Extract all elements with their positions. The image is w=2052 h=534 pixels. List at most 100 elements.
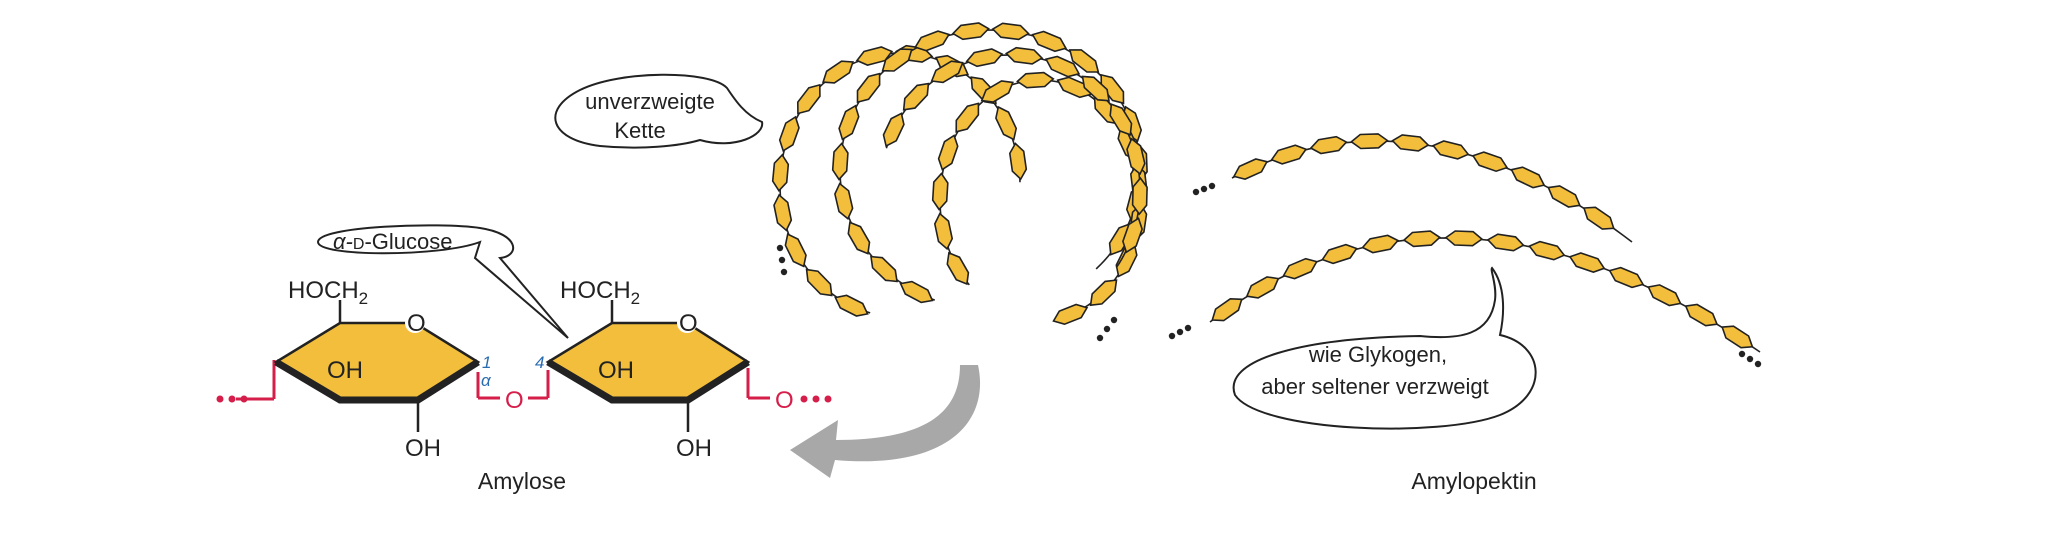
glucose-bead (899, 280, 934, 304)
speech-bubble-glucose: α-D-Glucose (316, 224, 569, 339)
glucose-d: D (353, 236, 365, 253)
glucose-bead (1081, 75, 1110, 102)
glucose-bead (838, 104, 860, 141)
speech-bubble-unbranched-chain: unverzweigte Kette (554, 73, 764, 149)
glucose-bead (995, 105, 1018, 141)
glucose-ring-icon (545, 300, 751, 432)
glucose-bead (1126, 137, 1146, 176)
glucose-bead (1444, 230, 1484, 247)
glucose-bead (1684, 303, 1719, 327)
glucose-bead (1471, 151, 1509, 173)
glucose-bead (1109, 103, 1133, 136)
glucose-bead (1122, 217, 1143, 254)
bridge-oxygen-1: O (505, 387, 524, 414)
glucose-bead (1391, 134, 1430, 152)
glucose-prefix: α- (333, 229, 353, 254)
glucose-bead (822, 60, 854, 84)
glucose-bead (1582, 206, 1615, 230)
glucose-bead (1131, 176, 1148, 216)
bubble-glycogen-line1: wie Glykogen, (1308, 342, 1447, 367)
glucose-ring-icon (273, 300, 481, 432)
curved-arrow-icon (790, 365, 981, 478)
ring1-oh-inner: OH (327, 357, 363, 384)
ring1-hoch2: HOCH2 (288, 277, 368, 308)
continuation-dot (1192, 188, 1200, 196)
ring2-hoch2: HOCH2 (560, 277, 640, 308)
continuation-dot (1200, 185, 1208, 193)
glucose-bead (856, 72, 881, 104)
bubble-chain-line2: Kette (614, 118, 665, 143)
glucose-bead (870, 255, 898, 283)
glucose-bead (1031, 30, 1068, 53)
glucose-bead (1321, 243, 1358, 265)
continuation-dot (1754, 360, 1762, 368)
label-amylopektin: Amylopektin (1411, 468, 1536, 494)
ring1-oh-bottom: OH (405, 435, 441, 462)
glucose-bead (773, 193, 793, 232)
speech-bubble-icon (316, 224, 569, 339)
continuation-dot (1738, 350, 1746, 358)
glucose-bead (1721, 325, 1754, 349)
glucose-bead (771, 153, 790, 192)
amylopectin-chains (1168, 133, 1762, 368)
locant-1: 1 (482, 353, 491, 372)
glycosidic-linkages (236, 360, 770, 401)
glucose-bead (1245, 276, 1280, 299)
glucose-bead (1350, 133, 1389, 150)
glucose-bead (1282, 257, 1318, 280)
bubble-glucose-text: α-D-Glucose (333, 229, 452, 254)
glucose-bead (937, 134, 959, 171)
glucose-bead (1211, 297, 1243, 322)
locant-4: 4 (535, 353, 544, 372)
glucose-bead (1008, 142, 1028, 181)
ring1-hoch-text: HOCH (288, 277, 359, 304)
glucose-bead (931, 172, 949, 211)
glucose-bead (882, 112, 905, 148)
locant-alpha: α (481, 371, 492, 390)
speech-bubble-icon (554, 73, 764, 149)
glucose-bead (1547, 185, 1581, 208)
continuation-dot (1110, 316, 1118, 324)
glucose-bead (881, 48, 913, 72)
ring2-oh-bottom: OH (676, 435, 712, 462)
glucose-bead (914, 30, 951, 52)
bubble-glycogen-line2: aber seltener verzweigt (1261, 374, 1488, 399)
glucose-bead (980, 80, 1014, 103)
glucose-bead (1016, 71, 1055, 89)
speech-bubble-glycogen: wie Glykogen, aber seltener verzweigt (1232, 266, 1537, 430)
glucose-bead (1528, 240, 1566, 261)
glucose-bead (1309, 135, 1348, 155)
glucose-rest: -Glucose (364, 229, 452, 254)
continuation-dot (1208, 182, 1216, 190)
glucose-bead (1431, 140, 1470, 160)
glucose-bead (1486, 233, 1525, 252)
glucose-bead (1232, 158, 1269, 180)
glucose-bead (930, 60, 964, 84)
glucose-bead (1115, 242, 1138, 278)
glucose-bead (1270, 144, 1308, 165)
glucose-bead (902, 82, 930, 111)
glucose-bead (1089, 279, 1118, 307)
ring2-subscript: 2 (631, 289, 640, 308)
glucose-bead (1402, 230, 1442, 248)
continuation-dot (780, 268, 788, 276)
continuation-dot (778, 256, 786, 264)
glucose-bead (1361, 234, 1400, 254)
continuation-dot (1176, 328, 1184, 336)
glucose-bead (855, 46, 894, 66)
glucose-bead (1052, 303, 1089, 326)
glucose-bead (784, 233, 807, 268)
bridge-oxygen-2: O (775, 387, 794, 414)
glucose-bead (951, 22, 990, 41)
ring2-oh-inner: OH (598, 357, 634, 384)
amylose-structure: HOCH2 O OH OH 1 α O 4 HOCH2 O OH OH O (216, 277, 832, 462)
glucose-bead (834, 182, 854, 220)
continuation-dot (776, 244, 784, 252)
speech-bubble-icon (1232, 266, 1537, 430)
bubble-chain-line1: unverzweigte (585, 89, 715, 114)
continuation-dot (1184, 324, 1192, 332)
chain-continuation-dots (216, 395, 832, 403)
glucose-bead (831, 142, 849, 181)
glucose-bead (1005, 46, 1044, 65)
